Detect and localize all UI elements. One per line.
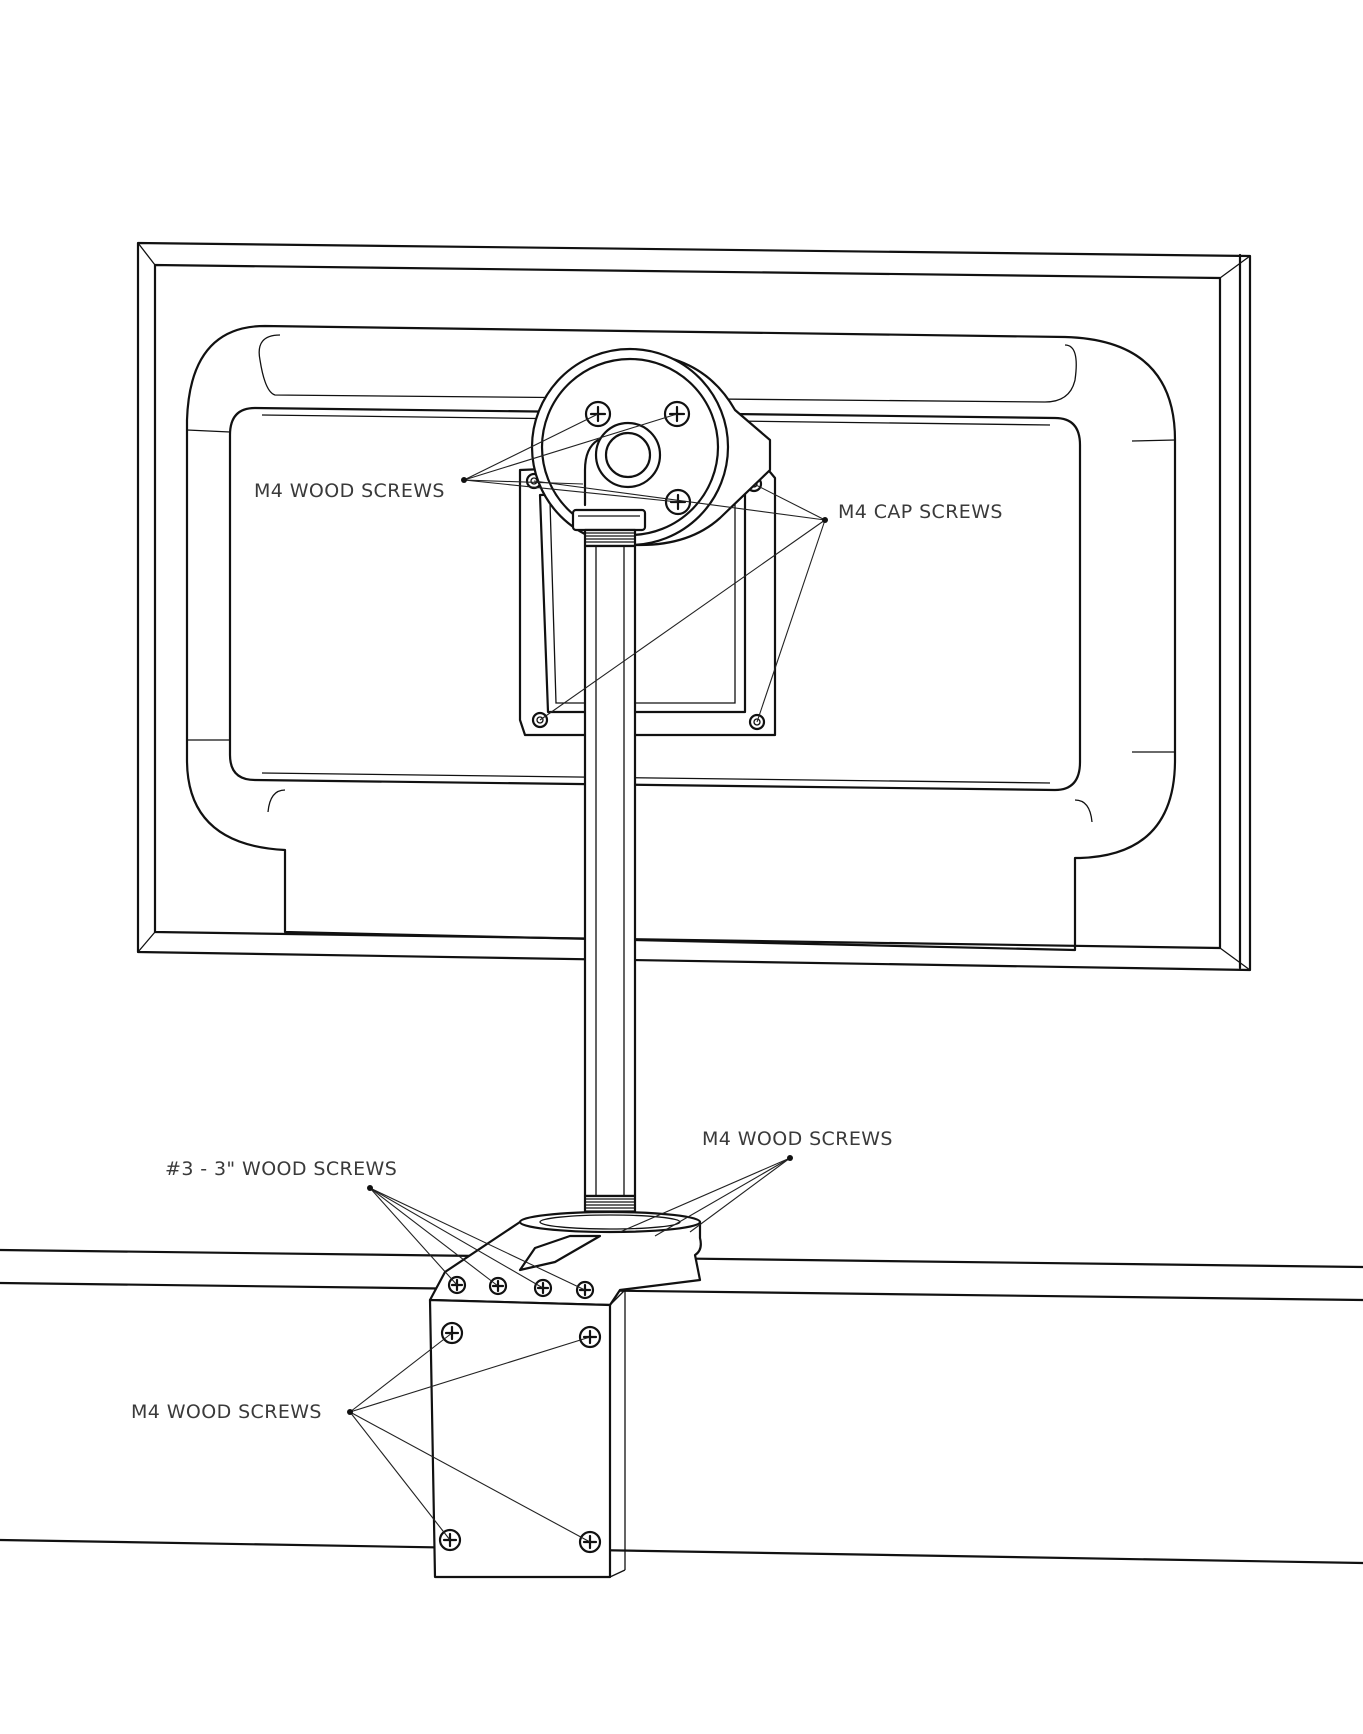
rear-panel — [228, 406, 1082, 792]
support-pole — [583, 528, 637, 1216]
rear-housing — [185, 324, 1177, 952]
label-bracket-wood-screws: M4 WOOD SCREWS — [131, 1401, 322, 1423]
label-cap-screws: M4 CAP SCREWS — [838, 501, 1003, 523]
label-base-wood-screws: M4 WOOD SCREWS — [702, 1128, 893, 1150]
label-upper-wood-screws: M4 WOOD SCREWS — [254, 480, 445, 502]
leader-lines — [347, 413, 828, 1543]
flange-screw — [575, 1280, 595, 1300]
label-long-wood-screws: #3 - 3" WOOD SCREWS — [165, 1158, 397, 1180]
base-bracket — [428, 1210, 702, 1579]
